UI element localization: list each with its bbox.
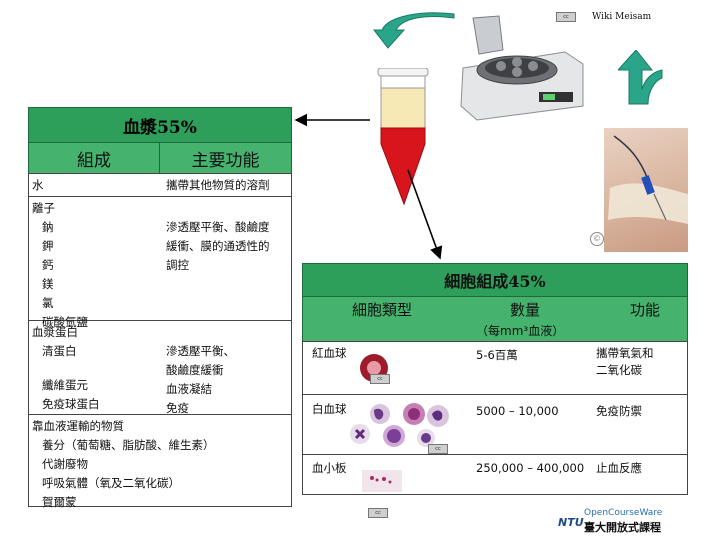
ion-item: 鈣	[32, 256, 88, 275]
plasma-col-component: 組成	[28, 142, 160, 174]
albumin-function-line: 滲透壓平衡、	[166, 342, 235, 361]
transported-item: 呼吸氣體（氧及二氧化碳）	[32, 474, 215, 493]
ion-item: 鎂	[32, 275, 88, 294]
albumin-function-line: 酸鹼度緩衝	[166, 361, 235, 380]
platelet-image	[362, 470, 402, 492]
transported-item: 養分（葡萄糖、脂肪酸、維生素）	[32, 436, 215, 455]
cell-type-rbc: 紅血球	[312, 345, 347, 362]
row-divider	[28, 196, 292, 197]
plasma-water-function: 攜帶其他物質的溶劑	[166, 176, 270, 195]
ions-function-line: 滲透壓平衡、酸鹼度	[166, 218, 270, 237]
plasma-proteins: 血漿蛋白 清蛋白	[32, 323, 78, 361]
cell-function-wbc: 免疫防禦	[596, 403, 642, 420]
protein-globulin: 免疫球蛋白	[32, 395, 100, 414]
cell-count-rbc: 5-6百萬	[476, 347, 518, 364]
cell-type-platelet: 血小板	[312, 460, 347, 477]
cell-count-platelet: 250,000 – 400,000	[476, 460, 584, 477]
cc-license-icon: cc	[428, 444, 448, 454]
plasma-proteins-2: 纖維蛋元 免疫球蛋白	[32, 376, 100, 414]
cc-license-icon: cc	[368, 508, 388, 518]
cc-license-icon: cc	[370, 374, 390, 384]
rbc-function-line: 二氧化碳	[596, 362, 654, 379]
fibrinogen-function: 血液凝結	[166, 380, 235, 399]
protein-albumin: 清蛋白	[32, 342, 78, 361]
cells-col-function: 功能	[630, 299, 660, 320]
plasma-ions-function: 滲透壓平衡、酸鹼度 緩衝、膜的通透性的 調控	[166, 218, 270, 275]
transported-item: 賀爾蒙	[32, 493, 215, 512]
plasma-ions-list: 離子 鈉 鉀 鈣 鎂 氯 碳酸氫鹽	[32, 199, 88, 332]
transported-item: 代謝廢物	[32, 455, 215, 474]
cells-col-type: 細胞類型	[352, 299, 412, 320]
plasma-title: 血漿55%	[28, 107, 292, 143]
protein-fibrinogen: 纖維蛋元	[32, 376, 100, 395]
plasma-col-function: 主要功能	[159, 142, 292, 174]
cell-function-rbc: 攜帶氧氣和 二氧化碳	[596, 345, 654, 379]
ions-function-line: 緩衝、膜的通透性的	[166, 237, 270, 256]
cell-function-platelet: 止血反應	[596, 460, 642, 477]
plasma-water: 水	[32, 176, 44, 195]
row-divider	[302, 454, 688, 455]
ions-function-line: 調控	[166, 256, 270, 275]
ion-item: 鈉	[32, 218, 88, 237]
row-divider	[28, 414, 292, 415]
ion-item: 氯	[32, 294, 88, 313]
ions-heading: 離子	[32, 199, 88, 218]
ion-item: 鉀	[32, 237, 88, 256]
cells-col-count-unit: （每mm³血液）	[476, 322, 564, 339]
plasma-proteins-function: 滲透壓平衡、 酸鹼度緩衝 血液凝結 免疫	[166, 342, 235, 418]
row-divider	[302, 394, 688, 395]
plasma-transported: 靠血液運輸的物質 養分（葡萄糖、脂肪酸、維生素） 代謝廢物 呼吸氣體（氧及二氧化…	[32, 417, 215, 512]
arrow-to-cells	[408, 170, 440, 258]
globulin-function: 免疫	[166, 399, 235, 418]
protein-heading: 血漿蛋白	[32, 323, 78, 342]
cell-count-wbc: 5000 – 10,000	[476, 403, 559, 420]
logo-abbr: NTU	[558, 516, 584, 529]
cells-col-count: 數量	[510, 299, 540, 320]
transported-heading: 靠血液運輸的物質	[32, 417, 215, 436]
rbc-function-line: 攜帶氧氣和	[596, 345, 654, 362]
cells-title: 細胞組成45%	[302, 263, 688, 297]
logo-english: OpenCourseWare	[584, 508, 662, 518]
logo-chinese: 臺大開放式課程	[584, 519, 661, 535]
